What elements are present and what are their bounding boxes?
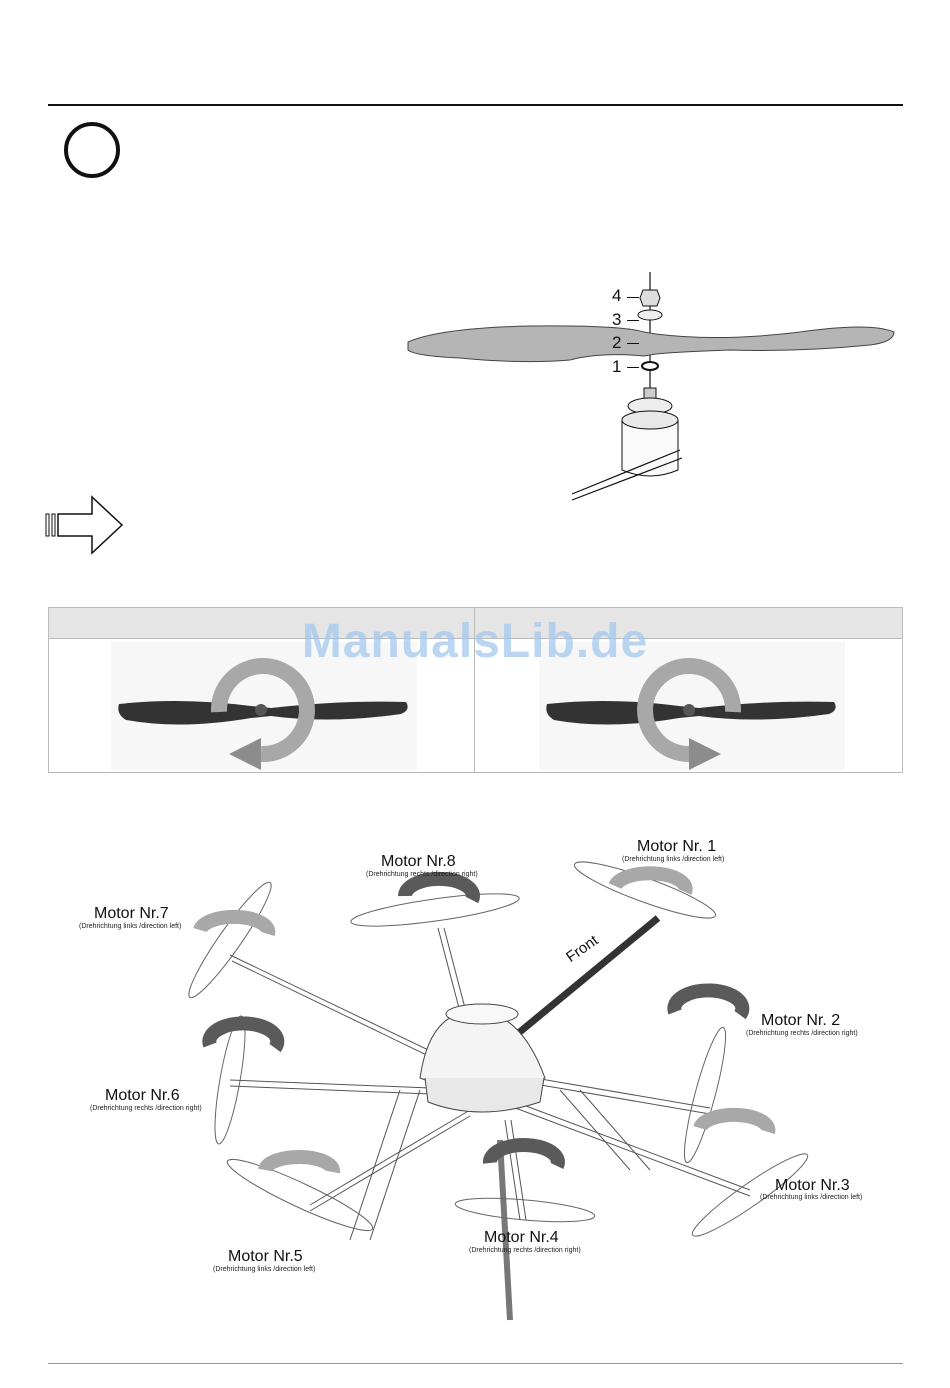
propeller-rotation-table <box>48 607 903 773</box>
motor-3-label: Motor Nr.3 <box>775 1177 850 1194</box>
top-rule <box>48 104 903 106</box>
motor-arm <box>571 449 683 501</box>
propeller-part <box>407 325 895 363</box>
part-number-3: 3 <box>612 310 622 329</box>
motor-2-direction: (Drehrichtung rechts /direction right) <box>746 1030 858 1037</box>
motor-6-direction: (Drehrichtung rechts /direction right) <box>90 1105 202 1112</box>
motor-8-direction: (Drehrichtung rechts /direction right) <box>366 871 478 878</box>
washer-part <box>637 309 663 321</box>
motor-2-label: Motor Nr. 2 <box>761 1012 841 1029</box>
watermark: ManualsLib.de <box>301 615 649 668</box>
part-number-4: 4 <box>612 286 622 305</box>
motor-4-direction: (Drehrichtung rechts /direction right) <box>469 1247 581 1254</box>
motor-1-direction: (Drehrichtung links /direction left) <box>622 856 725 863</box>
motor-5-direction: (Drehrichtung links /direction left) <box>213 1266 316 1273</box>
part-number-2: 2 <box>612 333 622 352</box>
propeller-right-rotation-image <box>539 642 845 770</box>
bottom-rule <box>48 1363 903 1364</box>
motor-3-direction: (Drehrichtung links /direction left) <box>760 1194 863 1201</box>
motor-7-label: Motor Nr.7 <box>94 905 169 922</box>
part-number-1: 1 <box>612 357 622 376</box>
motor-4-label: Motor Nr.4 <box>484 1229 559 1246</box>
motor-6-label: Motor Nr.6 <box>105 1087 180 1104</box>
octocopter-illustration <box>188 861 809 1321</box>
motor-1-label: Motor Nr. 1 <box>637 838 717 855</box>
motor-7-direction: (Drehrichtung links /direction left) <box>79 923 182 930</box>
lock-ring-part <box>641 361 659 371</box>
propeller-assembly-illustration <box>407 272 895 501</box>
info-circle-icon <box>64 122 120 178</box>
propeller-left-rotation-image <box>111 642 417 770</box>
nut-part <box>639 289 661 307</box>
table-header <box>49 608 902 639</box>
motor-8-label: Motor Nr.8 <box>381 853 456 870</box>
motor-5-label: Motor Nr.5 <box>228 1248 303 1265</box>
hint-arrow-icon <box>45 495 124 555</box>
